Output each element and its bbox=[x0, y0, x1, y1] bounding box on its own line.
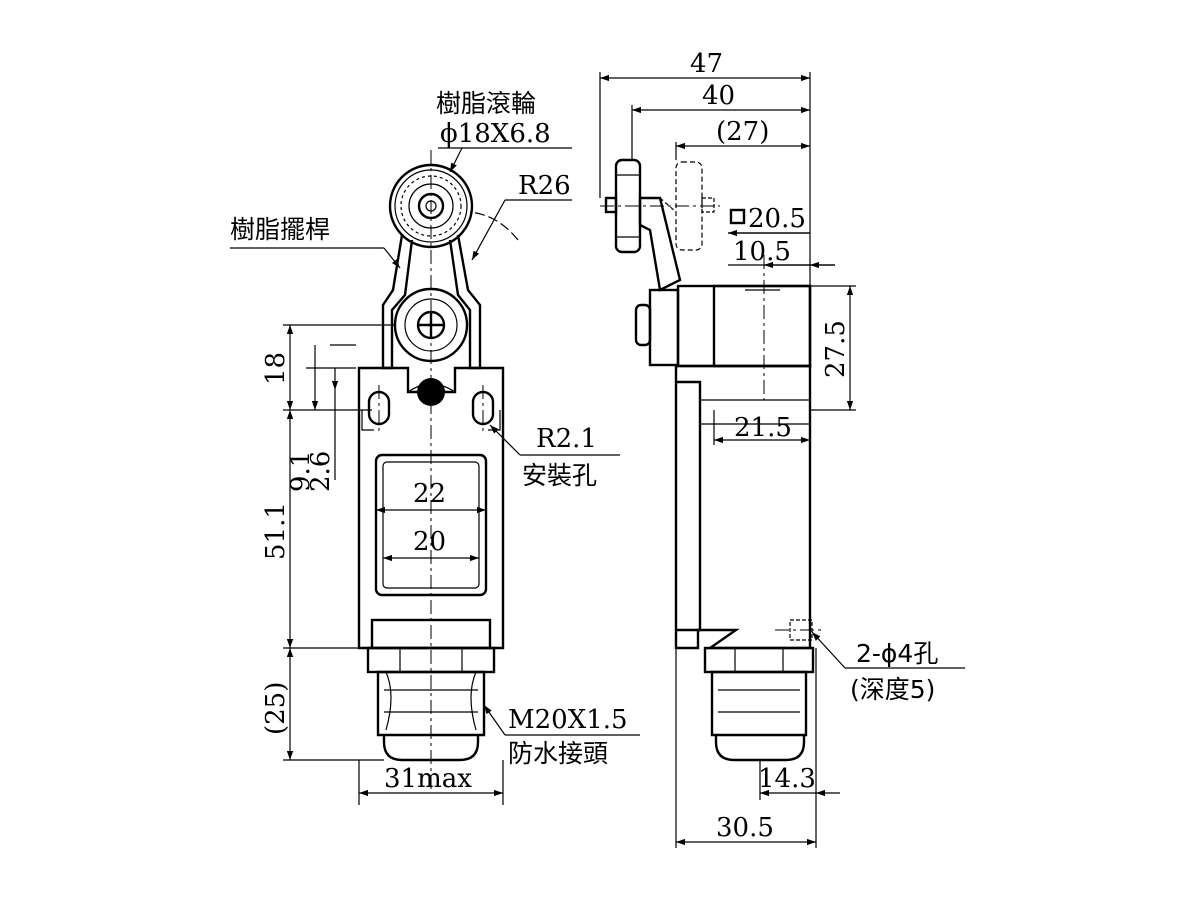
dim-21-5: 21.5 bbox=[734, 413, 792, 443]
dim-51-1: 51.1 bbox=[261, 502, 291, 560]
side-lever-arm bbox=[634, 196, 682, 367]
dim-27-5: 27.5 bbox=[821, 320, 851, 378]
mount-hole-label: 安裝孔 bbox=[522, 461, 597, 490]
dim-40: 40 bbox=[702, 81, 735, 111]
dim-31max: 31max bbox=[384, 764, 472, 794]
lever-label: 樹脂擺桿 bbox=[230, 215, 330, 244]
front-view: 樹脂滾輪 ϕ18X6.8 R26 樹脂擺桿 R2.1 安裝孔 22 20 M20… bbox=[230, 89, 640, 805]
gland-label: 防水接頭 bbox=[508, 739, 608, 768]
dim-30-5: 30.5 bbox=[716, 813, 774, 843]
resin-roller bbox=[388, 163, 474, 249]
dim-2-6: 2.6 bbox=[306, 451, 336, 492]
side-gland bbox=[703, 646, 815, 762]
roller-label: 樹脂滾輪 bbox=[436, 89, 536, 118]
dim-47: 47 bbox=[690, 49, 723, 79]
dim-25: (25) bbox=[261, 682, 291, 735]
dim-14-3: 14.3 bbox=[758, 764, 816, 794]
square-icon bbox=[729, 208, 746, 225]
dim-18: 18 bbox=[261, 352, 291, 385]
mount-radius: R2.1 bbox=[536, 424, 597, 454]
gland-thread: M20X1.5 bbox=[508, 705, 628, 735]
holes-label: 2-ϕ4孔 bbox=[856, 639, 938, 668]
dim-22: 22 bbox=[413, 479, 446, 509]
dim-20: 20 bbox=[413, 527, 446, 557]
dim-9-1: 9.1 bbox=[286, 451, 316, 492]
waterproof-gland bbox=[366, 646, 496, 762]
dim-10-5: 10.5 bbox=[733, 237, 791, 267]
dim-27: (27) bbox=[716, 117, 769, 147]
side-head bbox=[676, 255, 812, 400]
side-dimensions bbox=[599, 72, 965, 848]
side-body bbox=[674, 364, 825, 650]
leaders bbox=[230, 147, 640, 736]
side-roller bbox=[600, 158, 720, 254]
front-dimensions bbox=[283, 324, 504, 805]
dim-square-20-5: 20.5 bbox=[748, 204, 806, 234]
roller-size: ϕ18X6.8 bbox=[440, 119, 551, 149]
hole-depth-label: (深度5) bbox=[850, 675, 935, 704]
side-view: 47 40 (27) 20.5 10.5 27.5 21.5 2-ϕ4孔 (深度… bbox=[599, 49, 965, 848]
radius-r26: R26 bbox=[518, 171, 571, 201]
